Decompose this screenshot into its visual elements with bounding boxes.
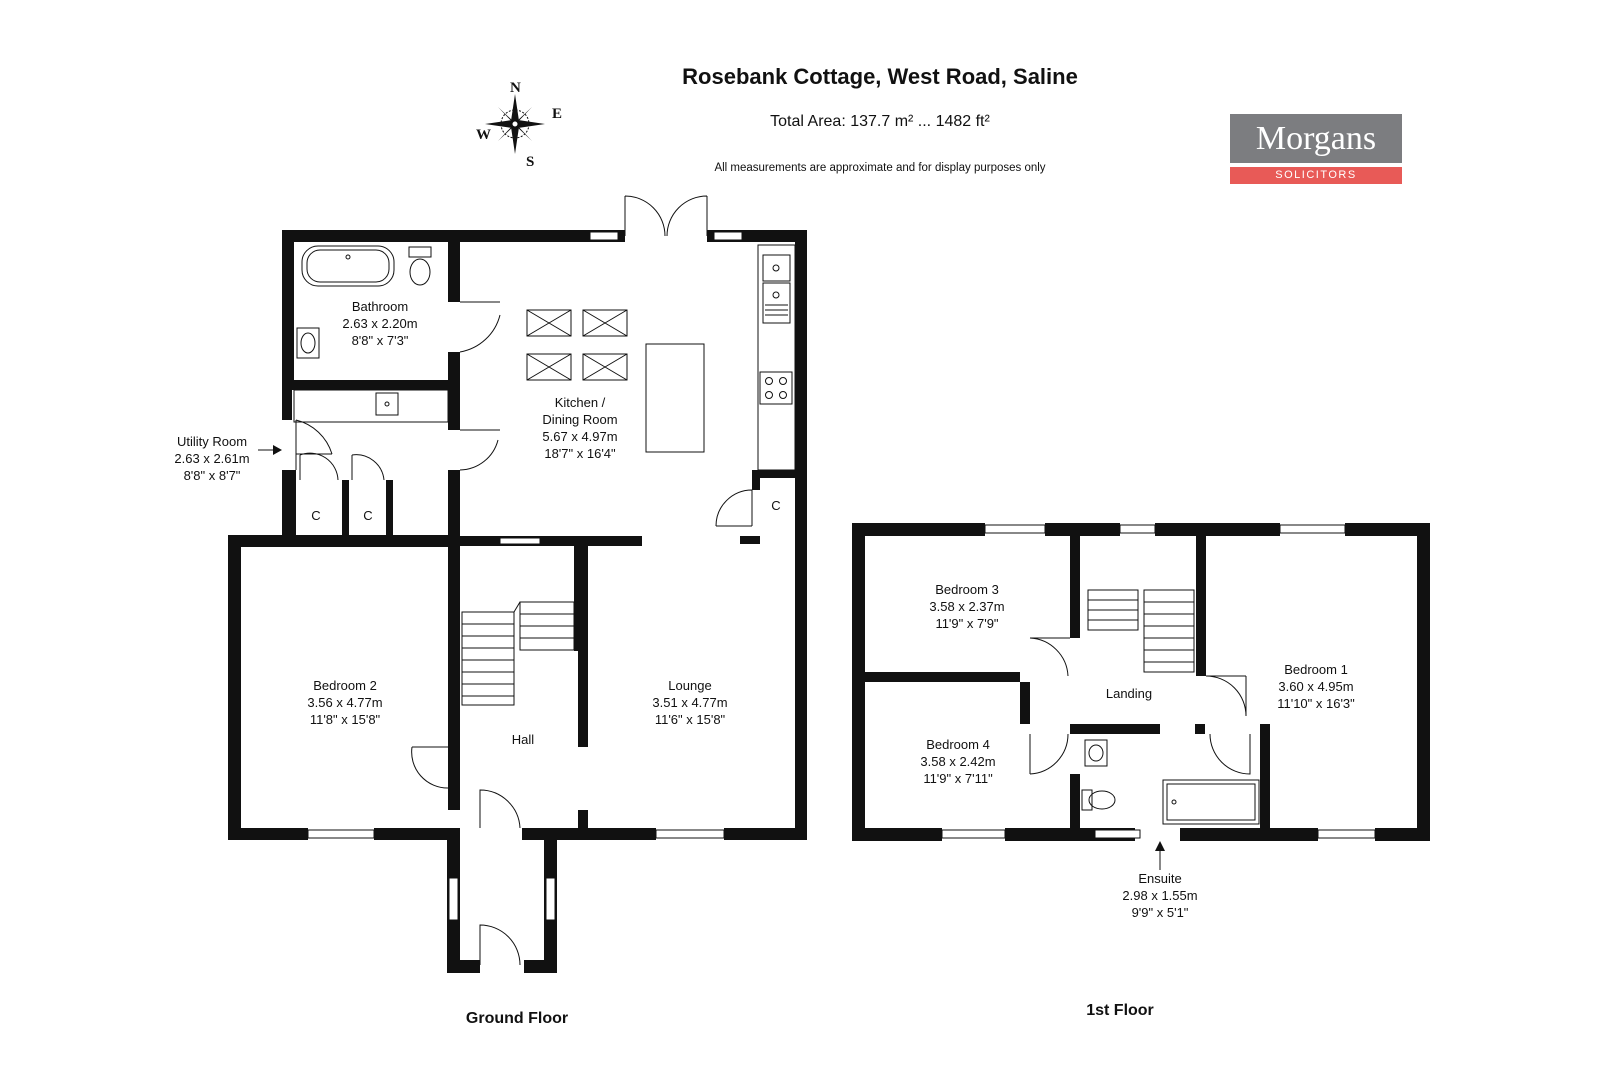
utility-imperial: 8'8" x 8'7"	[184, 468, 241, 483]
bedroom2-metric: 3.56 x 4.77m	[307, 695, 382, 710]
kitchen-imperial: 18'7" x 16'4"	[544, 446, 616, 461]
first-floor-doors	[1029, 637, 1251, 775]
utility-name: Utility Room	[177, 434, 247, 449]
bathroom-metric: 2.63 x 2.20m	[342, 316, 417, 331]
first-floor-labels: Bedroom 3 3.58 x 2.37m 11'9" x 7'9" Bedr…	[920, 582, 1355, 920]
kitchen-name: Kitchen /	[555, 395, 606, 410]
ground-floor-walls	[228, 230, 807, 973]
compass-n: N	[510, 80, 521, 96]
bathroom-name: Bathroom	[352, 299, 408, 314]
bedroom4-imperial: 11'9" x 7'11"	[923, 771, 993, 786]
kitchen-name2: Dining Room	[542, 412, 617, 427]
landing-name: Landing	[1106, 686, 1152, 701]
kitchen-metric: 5.67 x 4.97m	[542, 429, 617, 444]
bathroom-imperial: 8'8" x 7'3"	[352, 333, 409, 348]
bedroom1-imperial: 11'10" x 16'3"	[1277, 696, 1355, 711]
bedroom4-name: Bedroom 4	[926, 737, 990, 752]
lounge-metric: 3.51 x 4.77m	[652, 695, 727, 710]
compass-icon: N E S W	[476, 80, 562, 170]
morgans-logo: Morgans SOLICITORS	[1230, 114, 1402, 184]
first-floor-windows	[941, 524, 1376, 839]
ensuite-name: Ensuite	[1138, 871, 1181, 886]
bedroom3-imperial: 11'9" x 7'9"	[935, 616, 998, 631]
disclaimer: All measurements are approximate and for…	[714, 162, 1046, 174]
logo-name: Morgans	[1230, 114, 1402, 163]
compass-e: E	[552, 106, 562, 122]
ground-floor-windows	[307, 231, 743, 921]
first-floor-fixtures	[1081, 589, 1260, 870]
compass-s: S	[526, 154, 534, 170]
first-floor-walls	[852, 523, 1430, 841]
cupboard-3-label: C	[771, 498, 780, 513]
ground-floor-labels: Bathroom 2.63 x 2.20m 8'8" x 7'3" Kitche…	[174, 299, 780, 747]
first-floor-plan: Bedroom 3 3.58 x 2.37m 11'9" x 7'9" Bedr…	[852, 523, 1430, 1019]
page-title: Rosebank Cottage, West Road, Saline	[682, 64, 1078, 89]
bedroom4-metric: 3.58 x 2.42m	[920, 754, 995, 769]
cupboard-1-label: C	[311, 508, 320, 523]
ground-floor-label: Ground Floor	[466, 1010, 568, 1027]
ground-floor-fixtures	[258, 244, 796, 706]
bedroom3-name: Bedroom 3	[935, 582, 999, 597]
utility-metric: 2.63 x 2.61m	[174, 451, 249, 466]
bedroom1-metric: 3.60 x 4.95m	[1278, 679, 1353, 694]
hall-name: Hall	[512, 732, 535, 747]
bedroom2-name: Bedroom 2	[313, 678, 377, 693]
ground-floor-doors	[295, 195, 753, 966]
lounge-name: Lounge	[668, 678, 711, 693]
lounge-imperial: 11'6" x 15'8"	[655, 712, 726, 727]
bedroom3-metric: 3.58 x 2.37m	[929, 599, 1004, 614]
total-area: Total Area: 137.7 m² ... 1482 ft²	[770, 113, 990, 130]
bedroom1-name: Bedroom 1	[1284, 662, 1348, 677]
first-floor-label: 1st Floor	[1086, 1002, 1154, 1019]
logo-tagline: SOLICITORS	[1230, 167, 1402, 184]
cupboard-2-label: C	[363, 508, 372, 523]
ground-floor-plan: Bathroom 2.63 x 2.20m 8'8" x 7'3" Kitche…	[174, 195, 807, 1027]
ensuite-metric: 2.98 x 1.55m	[1122, 888, 1197, 903]
ensuite-imperial: 9'9" x 5'1"	[1132, 905, 1189, 920]
bedroom2-imperial: 11'8" x 15'8"	[310, 712, 381, 727]
compass-w: W	[476, 127, 491, 143]
